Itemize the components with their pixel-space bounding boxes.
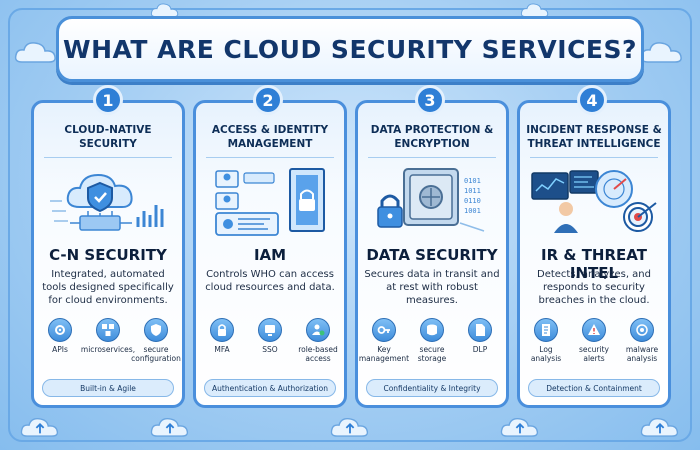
malware-target-icon [630, 318, 654, 342]
card-access-identity: ACCESS & IDENTITY MANAGEMENT IAM Control… [193, 100, 347, 408]
feature-list: APIs microservices, secure configuration [36, 318, 181, 376]
cloud-upload-icon [640, 418, 679, 437]
divider [530, 157, 658, 158]
feature-label: security alerts [579, 345, 609, 363]
step-badge-3: 3 [415, 85, 445, 115]
user-check-icon [306, 318, 330, 342]
cloud-icon [640, 42, 682, 63]
lock-icon [210, 318, 234, 342]
feature-item: secure storage [409, 318, 455, 376]
page-title: WHAT ARE CLOUD SECURITY SERVICES? [63, 34, 637, 64]
title-banner: WHAT ARE CLOUD SECURITY SERVICES? [56, 16, 644, 82]
card-label: IR & THREAT INTEL [541, 246, 647, 282]
svg-text:0101: 0101 [464, 177, 481, 185]
feature-item: microservices, [81, 318, 135, 376]
feature-item: role-based access [295, 318, 341, 376]
feature-item: DLP [457, 318, 503, 376]
card-label: IAM [253, 246, 287, 264]
card-tagline: Built-in & Agile [42, 379, 174, 397]
svg-text:1011: 1011 [464, 187, 481, 195]
card-description: Detects, analyzes, and responds to secur… [537, 269, 651, 306]
divider [368, 157, 496, 158]
cloud-upload-icon [20, 418, 59, 437]
feature-list: Key management secure storage DLP [358, 318, 504, 376]
feature-item: SSO [247, 318, 293, 376]
outer-frame [8, 8, 692, 442]
card-label: C-N SECURITY [49, 246, 167, 264]
step-badge-1: 1 [93, 85, 123, 115]
feature-list: MFA SSO role-based access [198, 318, 342, 376]
microservices-icon [96, 318, 120, 342]
feature-label: malware analysis [625, 345, 659, 363]
card-description: Secures data in transit and at rest with… [364, 269, 500, 306]
safe-padlock-binary-icon: 0101 1011 0110 1001 [377, 168, 485, 232]
cloud-icon [14, 42, 56, 63]
feature-label: APIs [52, 345, 68, 354]
cloud-upload-icon [500, 418, 539, 437]
feature-item: APIs [37, 318, 83, 376]
card-label: DATA SECURITY [366, 246, 498, 264]
feature-label: role-based access [298, 345, 338, 363]
alert-icon [582, 318, 606, 342]
card-data-protection: DATA PROTECTION & ENCRYPTION 0101 1011 0… [355, 100, 509, 408]
divider [206, 157, 334, 158]
card-heading: CLOUD-NATIVE SECURITY [64, 124, 152, 150]
feature-item: security alerts [571, 318, 617, 376]
svg-text:0110: 0110 [464, 197, 481, 205]
feature-item: Key management [358, 318, 410, 376]
api-gear-icon [48, 318, 72, 342]
feature-label: DLP [472, 345, 488, 354]
feature-item: Log analysis [523, 318, 569, 376]
feature-label: secure storage [417, 345, 447, 363]
cloud-upload-icon [150, 418, 189, 437]
database-icon [420, 318, 444, 342]
feature-list: Log analysis security alerts malware ana… [522, 318, 666, 376]
card-heading: INCIDENT RESPONSE & THREAT INTELLIGENCE [526, 124, 662, 150]
divider [44, 157, 172, 158]
card-description: Integrated, automated tools designed spe… [42, 269, 174, 306]
cloud-icon [150, 3, 179, 18]
feature-item: malware analysis [619, 318, 665, 376]
step-badge-2: 2 [253, 85, 283, 115]
card-cloud-native-security: CLOUD-NATIVE SECURITY C-N SECURITY Integ… [31, 100, 185, 408]
id-card-door-lock-icon [215, 168, 325, 236]
cloud-upload-icon [330, 418, 369, 437]
svg-text:1001: 1001 [464, 207, 481, 215]
feature-label: microservices, [80, 345, 136, 354]
card-tagline: Detection & Containment [528, 379, 660, 397]
feature-item: MFA [199, 318, 245, 376]
card-heading: ACCESS & IDENTITY MANAGEMENT [211, 124, 329, 150]
cloud-icon [520, 3, 549, 18]
secure-config-icon [144, 318, 168, 342]
card-tagline: Confidentiality & Integrity [366, 379, 498, 397]
log-icon [534, 318, 558, 342]
feature-label: Key management [358, 345, 410, 363]
step-badge-4: 4 [577, 85, 607, 115]
feature-item: secure configuration [131, 318, 181, 376]
card-incident-response: INCIDENT RESPONSE & THREAT INTELLIGENCE … [517, 100, 671, 408]
feature-label: SSO [262, 345, 278, 354]
sso-icon [258, 318, 282, 342]
feature-label: secure configuration [131, 345, 181, 363]
analyst-radar-target-icon [531, 170, 657, 233]
key-icon [372, 318, 396, 342]
feature-label: MFA [214, 345, 230, 354]
cloud-shield-chip-icon [50, 173, 164, 231]
feature-label: Log analysis [530, 345, 562, 363]
card-tagline: Authentication & Authorization [204, 379, 336, 397]
document-icon [468, 318, 492, 342]
card-description: Controls WHO can access cloud resources … [205, 269, 335, 293]
card-heading: DATA PROTECTION & ENCRYPTION [370, 124, 494, 150]
